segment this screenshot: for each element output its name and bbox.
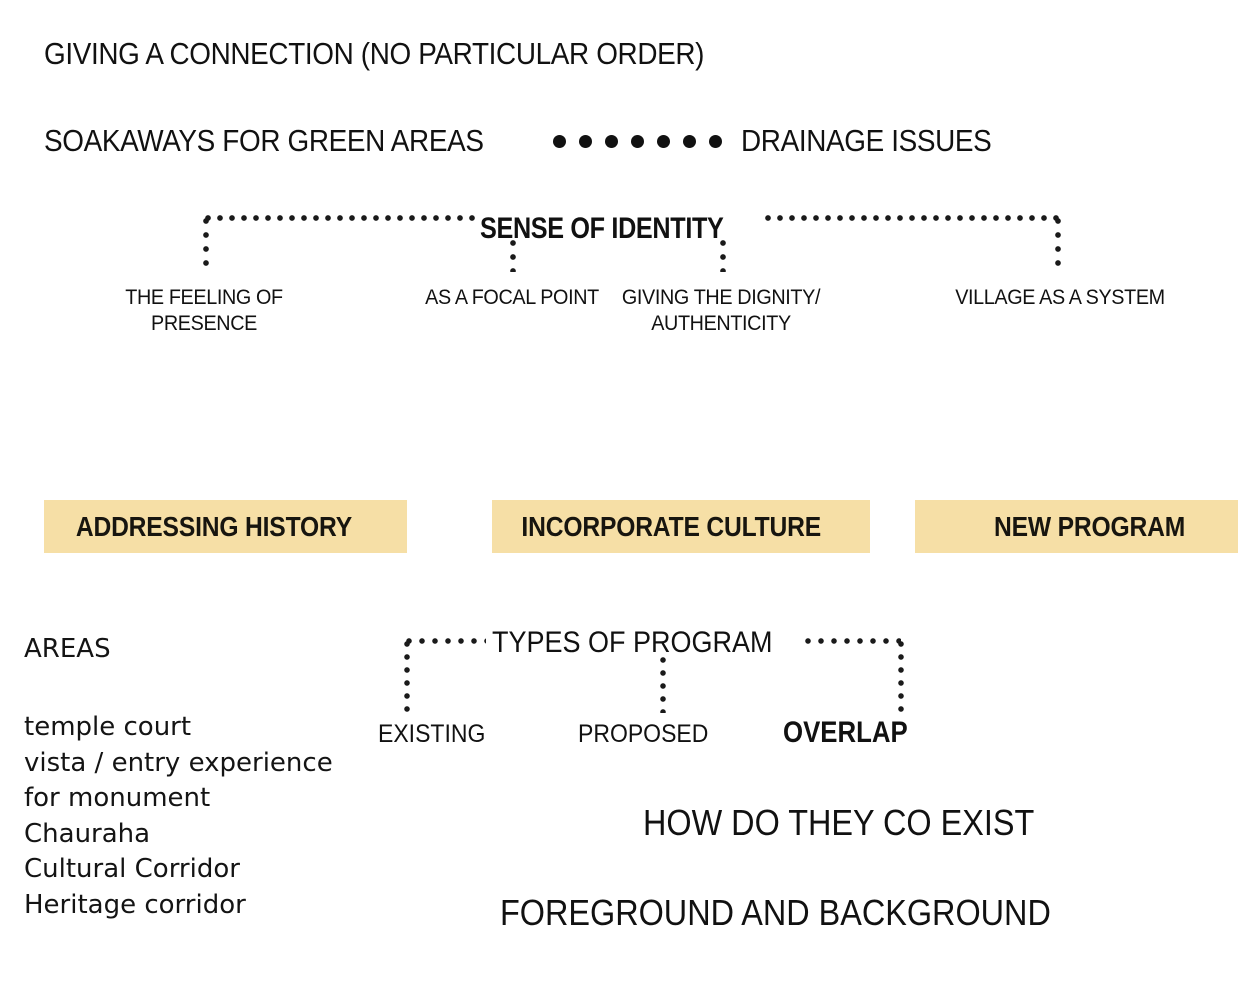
areas-title: AREAS — [24, 634, 111, 664]
identity-branch-label-3: GIVING THE DIGNITY/ AUTHENTICITY — [621, 285, 821, 335]
tag-new-program[interactable]: NEW PROGRAM — [915, 500, 1238, 553]
question-how-do-they-co-exist: HOW DO THEY CO EXIST — [643, 802, 1035, 843]
tag-addressing-history[interactable]: ADDRESSING HISTORY — [44, 500, 407, 553]
identity-connector-drop-1 — [203, 218, 209, 271]
program-connector-left-horizontal — [406, 638, 486, 644]
list-item: Chauraha — [24, 818, 151, 849]
list-item: for monument — [24, 783, 211, 813]
program-connector-drop-overlap — [898, 641, 904, 713]
identity-branch-label-4: VILLAGE AS A SYSTEM — [955, 285, 1165, 309]
soakaways-label: SOAKAWAYS FOR GREEN AREAS — [44, 123, 484, 158]
program-connector-drop-proposed — [660, 657, 666, 713]
program-connector-drop-existing — [404, 641, 410, 713]
identity-connector-drop-3 — [720, 240, 726, 272]
program-branch-proposed: PROPOSED — [578, 720, 709, 748]
identity-branch-label-1: THE FEELING OF PRESENCE — [125, 285, 283, 335]
areas-list: temple court vista / entry experience fo… — [24, 710, 333, 923]
headline-giving-a-connection: GIVING A CONNECTION (NO PARTICULAR ORDER… — [44, 36, 705, 71]
sense-of-identity-heading: SENSE OF IDENTITY — [480, 212, 724, 245]
list-item: vista / entry experience — [24, 747, 333, 778]
identity-connector-drop-4 — [1055, 218, 1061, 271]
program-connector-right-horizontal — [805, 638, 901, 644]
identity-connector-drop-2 — [510, 240, 516, 272]
dot-leader-icon — [553, 134, 723, 148]
tag-new-program-label: NEW PROGRAM — [994, 510, 1186, 542]
types-of-program-heading: TYPES OF PROGRAM — [492, 626, 773, 659]
program-branch-overlap: OVERLAP — [783, 716, 908, 749]
tag-incorporate-culture[interactable]: INCORPORATE CULTURE — [492, 500, 870, 553]
list-item: temple court — [24, 712, 192, 742]
drainage-issues-label: DRAINAGE ISSUES — [741, 123, 992, 158]
soakaways-drainage-row: SOAKAWAYS FOR GREEN AREAS DRAINAGE ISSUE… — [44, 121, 1020, 161]
tag-addressing-history-label: ADDRESSING HISTORY — [75, 510, 352, 542]
question-foreground-and-background: FOREGROUND AND BACKGROUND — [500, 892, 1051, 933]
tag-incorporate-culture-label: INCORPORATE CULTURE — [521, 510, 822, 542]
identity-branch-label-2: AS A FOCAL POINT — [425, 285, 599, 309]
identity-connector-left-horizontal — [205, 215, 479, 221]
list-item: Heritage corridor — [24, 889, 246, 920]
list-item: Cultural Corridor — [24, 854, 240, 884]
identity-connector-right-horizontal — [765, 215, 1059, 221]
program-branch-existing: EXISTING — [378, 720, 486, 748]
